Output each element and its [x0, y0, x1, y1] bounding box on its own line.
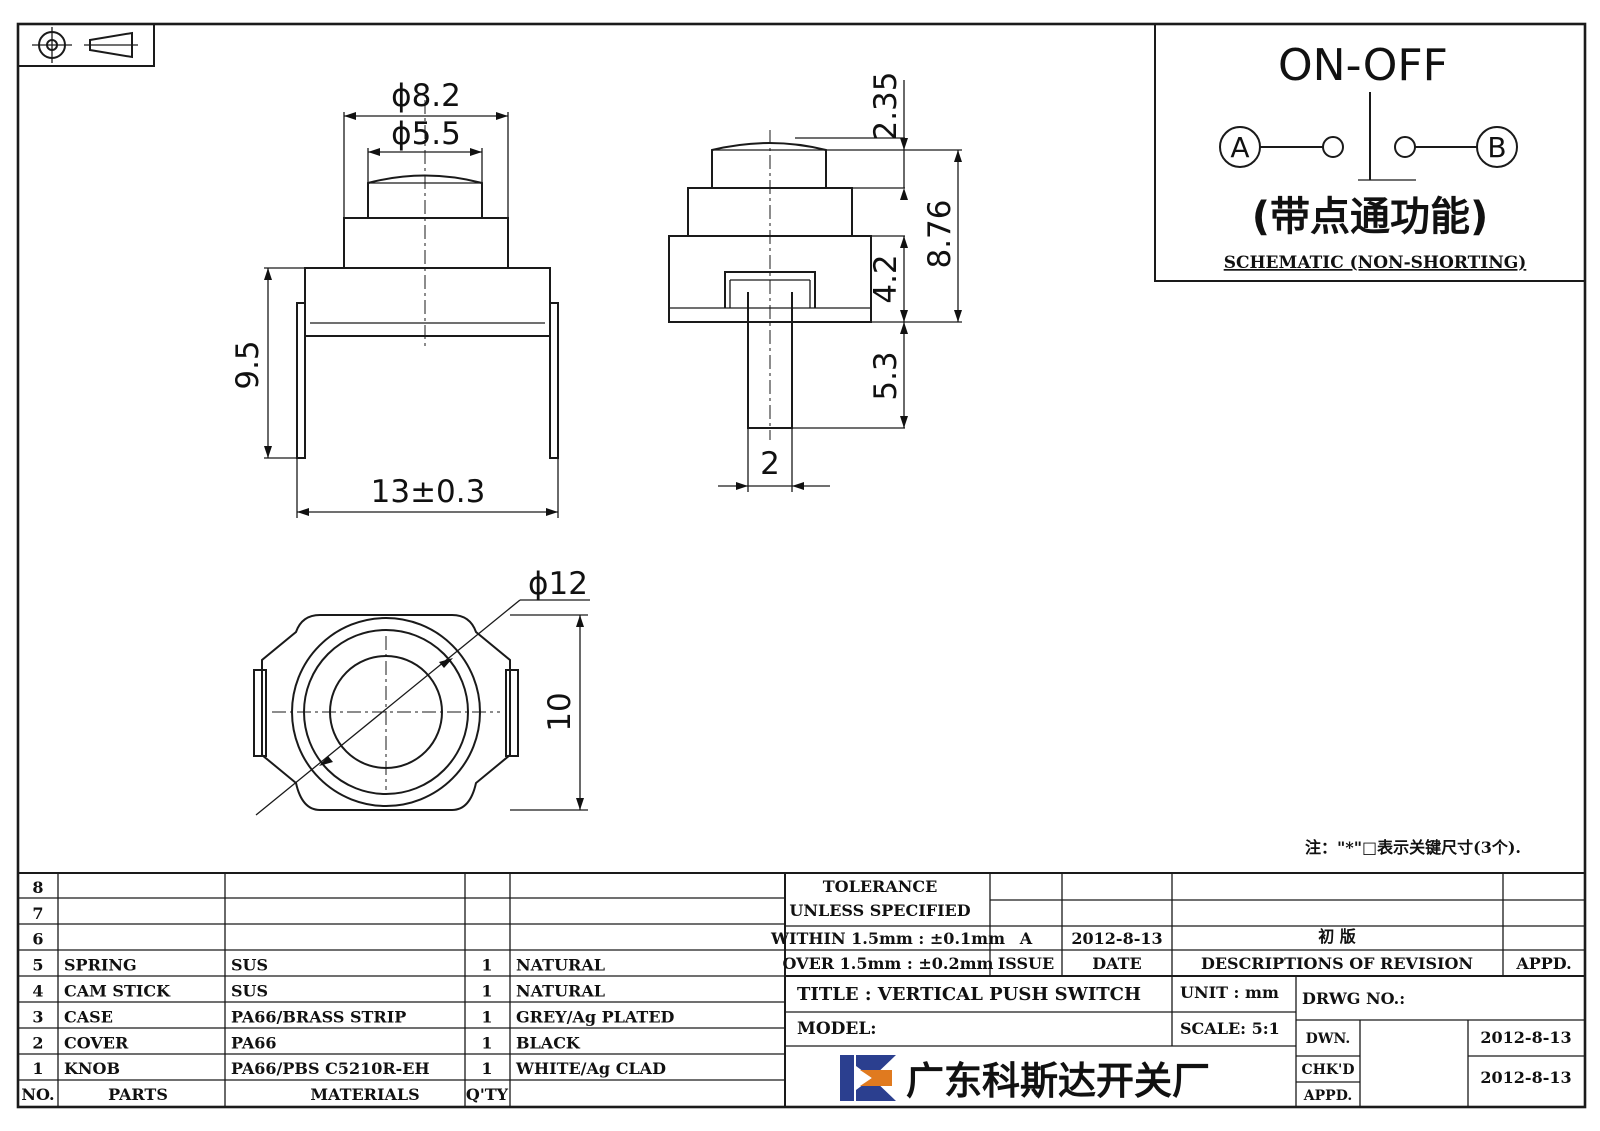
side-knob-outline	[711, 142, 827, 188]
terminal-right	[549, 302, 559, 459]
case-outline	[304, 267, 551, 337]
revision-header-issue: ISSUE	[998, 954, 1054, 973]
row-material: PA66/PBS C5210R-EH	[231, 1059, 430, 1078]
row-material: PA66/BRASS STRIP	[231, 1007, 406, 1026]
title-block	[785, 976, 1585, 1107]
row-qty: 1	[481, 1033, 492, 1052]
row-part: KNOB	[64, 1059, 120, 1078]
dim-side-knob-height: 2.35	[868, 71, 904, 140]
side-view: 2.35 8.76 4.2 5.3 2	[668, 71, 962, 492]
sheet-border	[16, 22, 1587, 1109]
side-stem-outline	[747, 292, 793, 429]
dim-side-case-height: 4.2	[868, 254, 904, 303]
revision-description: 初 版	[1318, 927, 1356, 946]
drawn-label: DWN.	[1306, 1031, 1351, 1047]
tolerance-line2: UNLESS SPECIFIED	[789, 901, 970, 920]
key-dimension-note: 注："*"□表示关键尺寸(3个).	[1305, 838, 1521, 857]
row-finish: NATURAL	[516, 956, 605, 975]
approved-label: APPD.	[1303, 1088, 1352, 1104]
front-view: ϕ8.2 ϕ5.5 9.5 13±0.3	[230, 78, 559, 518]
header-no: NO.	[21, 1085, 54, 1104]
row-qty: 1	[481, 1059, 492, 1078]
drawing-number-label: DRWG NO.:	[1302, 989, 1405, 1008]
header-parts: PARTS	[108, 1085, 168, 1104]
company-name: 广东科斯达开关厂	[906, 1059, 1210, 1103]
row-number: 3	[32, 1007, 43, 1026]
checked-label: CHK'D	[1302, 1062, 1355, 1078]
drawing-unit: UNIT : mm	[1180, 983, 1279, 1002]
revision-date: 2012-8-13	[1071, 929, 1162, 948]
dim-side-stem-height: 5.3	[868, 351, 904, 400]
terminal-left	[296, 302, 306, 459]
dim-side-body-height: 8.76	[922, 199, 958, 268]
terminal-b-label: B	[1487, 131, 1506, 164]
row-finish: BLACK	[516, 1033, 581, 1052]
projection-symbol-icon	[17, 23, 155, 67]
row-part: CASE	[64, 1007, 113, 1026]
schematic-function-note: (带点通功能)	[1252, 194, 1489, 240]
tolerance-over: OVER 1.5mm : ±0.2mm	[783, 954, 994, 973]
bottom-outline	[261, 614, 511, 811]
schematic-heading: ON-OFF	[1278, 40, 1448, 91]
company-logo-icon	[840, 1055, 896, 1101]
dim-knob-outer: ϕ8.2	[391, 78, 461, 114]
dim-bottom-diameter: ϕ12	[528, 566, 588, 602]
row-qty: 1	[481, 1007, 492, 1026]
drawing-title: TITLE : VERTICAL PUSH SWITCH	[797, 984, 1141, 1005]
terminal-b-icon	[1476, 126, 1518, 168]
row-part: SPRING	[64, 956, 137, 975]
model-label: MODEL:	[797, 1019, 877, 1039]
row-part: CAM STICK	[64, 982, 171, 1001]
cover-outline	[343, 217, 509, 269]
revision-header-date: DATE	[1092, 954, 1142, 973]
row-qty: 1	[481, 982, 492, 1001]
bottom-view: ϕ12 10	[253, 566, 590, 816]
row-number: 5	[32, 956, 43, 975]
row-material: PA66	[231, 1033, 277, 1052]
row-number: 8	[32, 878, 43, 897]
row-material: SUS	[231, 982, 268, 1001]
row-qty: 1	[481, 956, 492, 975]
revision-block	[785, 873, 1585, 977]
row-number: 4	[32, 982, 43, 1001]
row-number: 2	[32, 1033, 43, 1052]
tolerance-within: WITHIN 1.5mm : ±0.1mm	[770, 929, 1005, 948]
tolerance-line1: TOLERANCE	[823, 877, 938, 896]
row-material: SUS	[231, 956, 268, 975]
dim-bottom-height: 10	[542, 692, 578, 731]
row-finish: NATURAL	[516, 982, 605, 1001]
row-number: 6	[32, 930, 43, 949]
revision-header-description: DESCRIPTIONS OF REVISION	[1201, 954, 1473, 973]
row-finish: WHITE/Ag CLAD	[515, 1059, 666, 1078]
schematic-caption: SCHEMATIC (NON-SHORTING)	[1224, 253, 1527, 273]
checked-date: 2012-8-13	[1480, 1068, 1571, 1087]
row-number: 1	[32, 1059, 43, 1078]
schematic-box: ON-OFF A B (带点通功能) SCHEMATIC (NON-SHORTI…	[1154, 23, 1586, 282]
row-finish: GREY/Ag PLATED	[516, 1007, 675, 1026]
terminal-a-label: A	[1230, 131, 1249, 164]
parts-table	[18, 872, 1585, 1107]
row-number: 7	[32, 904, 43, 923]
dim-knob-inner: ϕ5.5	[391, 116, 461, 152]
revision-issue: A	[1019, 929, 1033, 948]
dim-front-width: 13±0.3	[371, 474, 486, 510]
dim-front-height: 9.5	[230, 340, 266, 389]
revision-header-appd: APPD.	[1515, 954, 1571, 973]
side-case-outline	[668, 235, 872, 323]
row-part: COVER	[64, 1033, 129, 1052]
drawn-date: 2012-8-13	[1480, 1028, 1571, 1047]
drawing-scale: SCALE: 5:1	[1180, 1019, 1280, 1038]
header-qty: Q'TY	[466, 1085, 509, 1104]
header-materials: MATERIALS	[310, 1085, 419, 1104]
dim-side-stem-width: 2	[760, 446, 780, 482]
knob-outline	[367, 174, 483, 218]
